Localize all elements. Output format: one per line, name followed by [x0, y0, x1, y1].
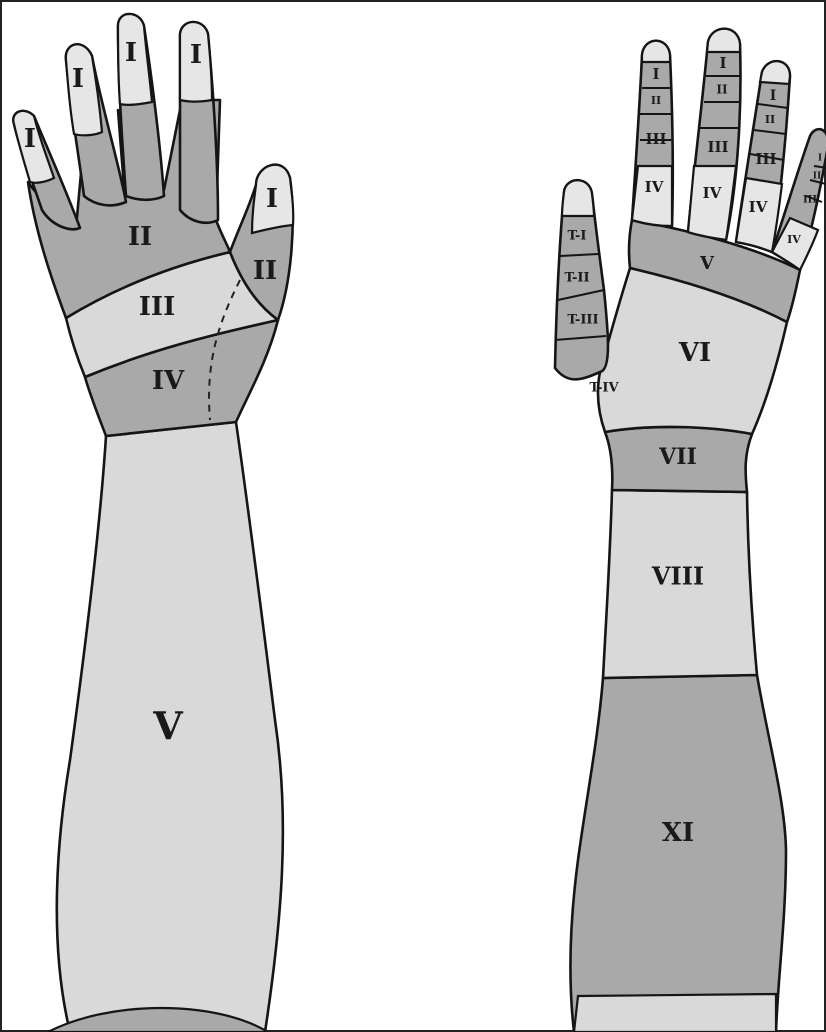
dorsal-label-thumb-tip: I — [266, 184, 278, 214]
palmar-label-f4-i: I — [818, 154, 822, 164]
palmar-label-f3-iv: IV — [749, 198, 768, 216]
dorsal-label-forearm: V — [152, 704, 184, 749]
palmar-label-f3-i: I — [770, 88, 777, 104]
palmar-label-f3-iii: III — [755, 150, 776, 168]
palmar-label-f1-i: I — [652, 65, 659, 83]
palmar-label-f4-iii: III — [803, 195, 817, 206]
palmar-label-forearm-upper: VIII — [651, 562, 704, 591]
palmar-label-f2-iii: III — [707, 138, 728, 156]
dorsal-label-hand-band: III — [139, 292, 176, 322]
dorsal-label-tip-4: I — [190, 40, 202, 70]
palmar-label-thumb-2: T-II — [564, 271, 589, 286]
palmar-label-f1-iv: IV — [645, 178, 664, 196]
palmar-thumb-tip — [562, 180, 594, 216]
palmar-label-f2-i: I — [719, 54, 726, 72]
palmar-label-f4-ii: II — [813, 172, 821, 182]
palmar-finger-2-iv — [688, 166, 736, 240]
palmar-finger-1-iv — [632, 166, 672, 226]
palmar-label-f3-ii: II — [765, 113, 775, 126]
dorsal-label-tip-1: I — [24, 124, 36, 154]
palmar-label-forearm-lower: XI — [662, 818, 694, 848]
dorsal-label-wrist-band: IV — [152, 366, 185, 396]
palmar-forearm-lower-zone — [571, 675, 786, 1032]
palmar-label-knuckle: V — [699, 253, 715, 274]
palmar-label-f4-iv: IV — [787, 233, 801, 246]
dorsal-label-tip-2: I — [72, 64, 84, 94]
dorsal-label-tip-3: I — [125, 38, 137, 68]
palmar-finger-1-tip — [642, 41, 670, 62]
dorsal-label-thumb-base: II — [253, 256, 277, 286]
palmar-label-thumb-4: T-IV — [589, 381, 619, 396]
palmar-label-wrist: VII — [658, 444, 697, 470]
palmar-label-palm: VI — [678, 338, 711, 368]
palmar-label-f2-ii: II — [716, 83, 728, 97]
palmar-forearm-bottom-band — [574, 994, 776, 1032]
palmar-label-f1-iii: III — [645, 130, 666, 148]
dorsal-label-fingers-base: II — [128, 222, 152, 252]
palmar-label-f2-iv: IV — [703, 184, 722, 202]
palmar-label-f1-ii: II — [651, 94, 661, 107]
palmar-label-thumb-3: T-III — [567, 313, 598, 328]
palmar-label-thumb-1: T-I — [568, 229, 587, 244]
